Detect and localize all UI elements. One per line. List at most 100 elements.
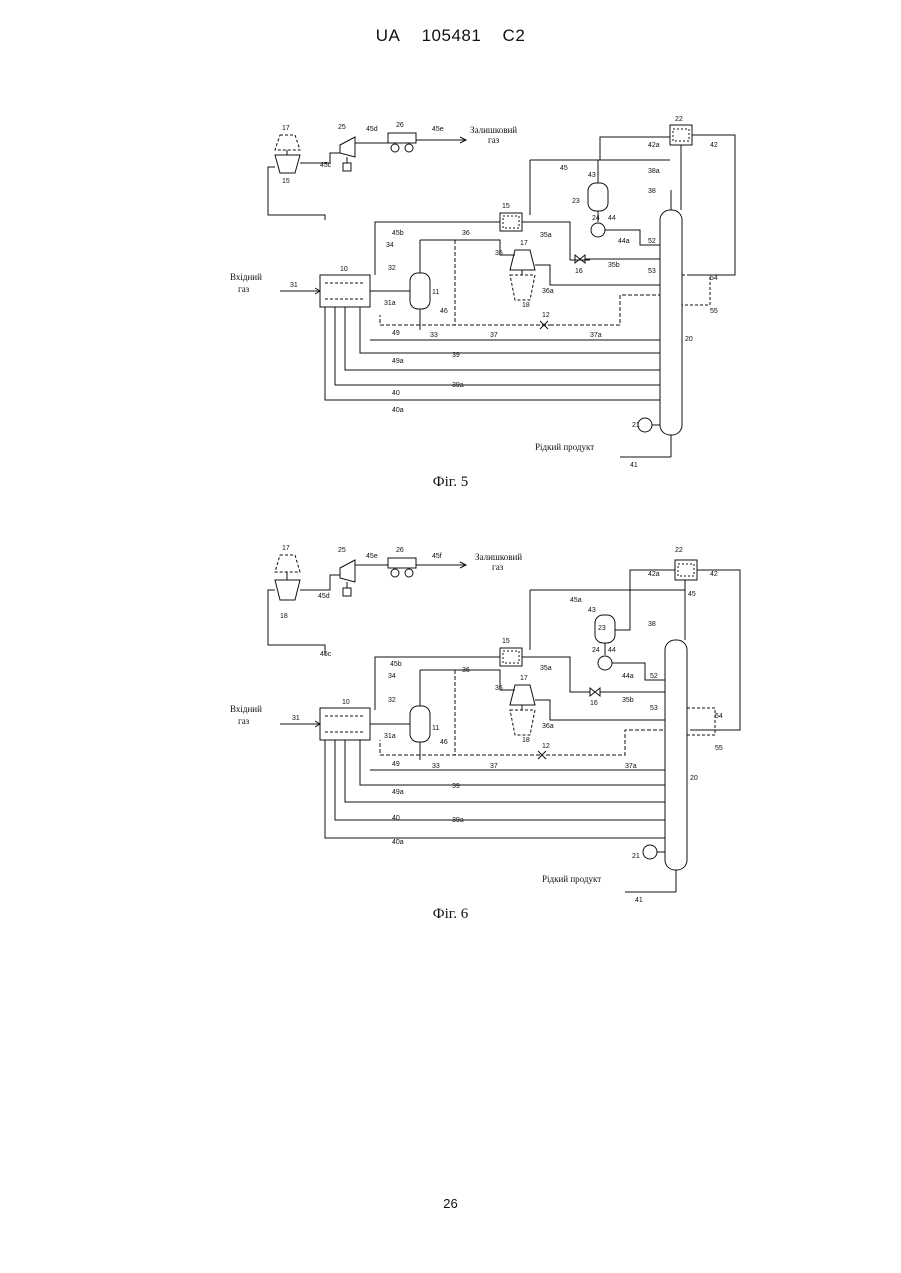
figure-6-diagram: 172545e2645f2242a4245d45a451843233845c15… <box>170 530 790 950</box>
separator-11-shape <box>410 273 430 309</box>
fig5-ref-label: 23 <box>572 198 580 205</box>
fig6-ref-label: 34 <box>388 673 396 680</box>
fig5-ref-label: 39a <box>452 382 464 389</box>
fig5-ref-label: 33 <box>430 332 438 339</box>
fig5-ref-label: 45d <box>366 126 378 133</box>
fig6-ref-label: 15 <box>502 638 510 645</box>
expander-17-shape <box>275 135 300 150</box>
fig5-residue-label-2: газ <box>488 135 500 145</box>
pump-24-shape <box>591 223 605 237</box>
fig6-ref-label: 20 <box>690 775 698 782</box>
column-20-shape <box>660 210 682 435</box>
fig5-ref-label: 42 <box>710 142 718 149</box>
fig5-ref-label: 52 <box>648 238 656 245</box>
fig5-ref-label: 49 <box>392 330 400 337</box>
fig5-ref-label: 40 <box>392 390 400 397</box>
fig6-ref-label: 45d <box>318 593 330 600</box>
fig5-ref-label: 15 <box>282 178 290 185</box>
fig5-ref-label: 43 <box>588 172 596 179</box>
fig6-ref-label: 35b <box>622 697 634 704</box>
figure-5-diagram: 17152545d2645e2242a4245c454338a233845b15… <box>170 95 790 485</box>
fig5-ref-label: 37a <box>590 332 602 339</box>
fig5-ref-label: 45 <box>560 165 568 172</box>
fig5-ref-label: 39 <box>452 352 460 359</box>
fig6-ref-label: 55 <box>715 745 723 752</box>
header-kind: C2 <box>503 26 526 45</box>
fig5-ref-label: 21 <box>632 422 640 429</box>
fig6-residue-label-1: Залишковий <box>475 552 522 562</box>
fig5-ref-label: 35a <box>540 232 552 239</box>
header-office: UA <box>376 26 401 45</box>
fig5-ref-label: 12 <box>542 312 550 319</box>
fig6-ref-label: 33 <box>432 763 440 770</box>
fig5-ref-label: 17 <box>520 240 528 247</box>
fig5-ref-label: 25 <box>338 124 346 131</box>
fig6-inlet-label-1: Вхідний <box>230 704 262 714</box>
fig6-ref-label: 17 <box>282 545 290 552</box>
fig5-ref-label: 34 <box>386 242 394 249</box>
fig6-ref-label: 44 <box>608 647 616 654</box>
fig6-ref-label: 41 <box>635 897 643 904</box>
fig5-ref-label: 49a <box>392 358 404 365</box>
fig5-ref-label: 18 <box>522 302 530 309</box>
fig5-ref-label: 38a <box>648 168 660 175</box>
fig5-ref-label: 22 <box>675 116 683 123</box>
fig5-ref-label: 32 <box>388 265 396 272</box>
fig5-ref-label: 24 <box>592 215 600 222</box>
fig6-ref-label: 43 <box>588 607 596 614</box>
fig5-ref-label: 42a <box>648 142 660 149</box>
fig6-ref-label: 36 <box>462 667 470 674</box>
fig5-ref-label: 17 <box>282 125 290 132</box>
fig6-ref-label: 18 <box>522 737 530 744</box>
expander-17-mid-shape <box>510 250 535 270</box>
fig6-ref-label: 31 <box>292 715 300 722</box>
compressor-18-shape <box>275 155 300 173</box>
driver-25-shape <box>343 163 351 171</box>
figure-5-svg: 17152545d2645e2242a4245c454338a233845b15… <box>170 95 790 485</box>
fig5-residue-label-1: Залишковий <box>470 125 517 135</box>
fig6-ref-label: 23 <box>598 625 606 632</box>
fig5-inlet-label-2: газ <box>238 284 250 294</box>
fig6-ref-label: 40a <box>392 839 404 846</box>
fig6-ref-label: 45 <box>688 591 696 598</box>
fig6-ref-label: 39 <box>452 783 460 790</box>
fig5-ref-label: 36 <box>462 230 470 237</box>
fig6-ref-label: 25 <box>338 547 346 554</box>
fig5-ref-label: 31 <box>290 282 298 289</box>
fig6-ref-label: 38 <box>648 621 656 628</box>
fig5-ref-label: 37 <box>490 332 498 339</box>
fig5-ref-label: 44a <box>618 238 630 245</box>
fig5-ref-label: 53 <box>648 268 656 275</box>
figure-6-svg: 172545e2645f2242a4245d45a451843233845c15… <box>170 530 790 950</box>
fig5-ref-label: 44 <box>608 215 616 222</box>
reboiler-21-shape <box>638 418 652 432</box>
fig5-inlet-label-1: Вхідний <box>230 272 262 282</box>
fig5-ref-label: 35 <box>495 250 503 257</box>
fig5-ref-label: 45b <box>392 230 404 237</box>
fig5-ref-label: 40a <box>392 407 404 414</box>
exchanger-10-shape <box>320 275 370 307</box>
fig6-ref-label: 17 <box>520 675 528 682</box>
fig5-ref-label: 35b <box>608 262 620 269</box>
page-number: 26 <box>0 1196 901 1211</box>
fig6-ref-label: 35a <box>540 665 552 672</box>
compressor-25-shape <box>340 137 355 157</box>
fig6-ref-label: 45e <box>366 553 378 560</box>
fig5-ref-label: 36a <box>542 288 554 295</box>
fig5-ref-label: 38 <box>648 188 656 195</box>
fig5-ref-label: 16 <box>575 268 583 275</box>
fig5-ref-label: 31a <box>384 300 396 307</box>
fig6-ref-label: 31a <box>384 733 396 740</box>
fig6-inlet-label-2: газ <box>238 716 250 726</box>
fig6-ref-label: 36a <box>542 723 554 730</box>
fig6-ref-label: 32 <box>388 697 396 704</box>
fig5-ref-label: 45e <box>432 126 444 133</box>
header-number: 105481 <box>422 26 482 45</box>
fig5-ref-label: 46 <box>440 308 448 315</box>
fig6-ref-label: 42a <box>648 571 660 578</box>
fig5-ref-label: 45c <box>320 162 332 169</box>
fig6-ref-label: 40 <box>392 815 400 822</box>
fig6-ref-label: 12 <box>542 743 550 750</box>
fig6-ref-label: 24 <box>592 647 600 654</box>
fig6-ref-label: 44a <box>622 673 634 680</box>
